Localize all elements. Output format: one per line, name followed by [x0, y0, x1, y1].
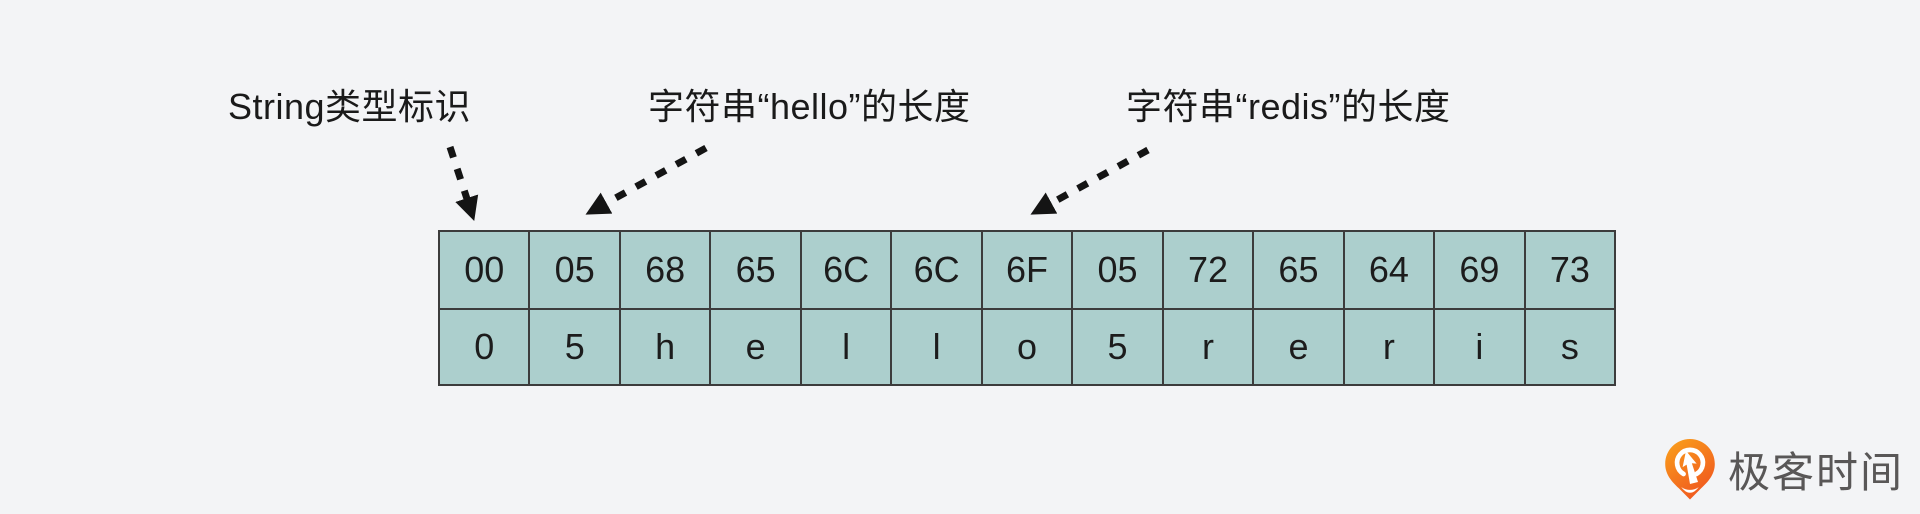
char-cell: l [801, 308, 893, 384]
char-cell: e [711, 308, 802, 384]
char-cell: l [892, 308, 983, 384]
char-cell: r [1344, 308, 1436, 384]
char-cell: h [620, 308, 712, 384]
geek-time-logo: 极客时间 [1664, 438, 1904, 500]
hex-cell: 6C [892, 232, 983, 308]
arrow-redis-length [1030, 146, 1150, 215]
geek-time-logo-text: 极客时间 [1728, 448, 1905, 496]
hex-cell: 6F [982, 232, 1074, 308]
hex-cell: 72 [1163, 232, 1255, 308]
label-redis-length: 字符串“redis”的长度 [1126, 86, 1451, 127]
char-cell: i [1435, 308, 1526, 384]
char-cell: 0 [440, 308, 531, 384]
char-cell: e [1254, 308, 1345, 384]
char-cell: o [982, 308, 1074, 384]
label-hello-length: 字符串“hello”的长度 [648, 86, 971, 127]
hex-cell: 65 [1254, 232, 1345, 308]
hex-cell: 68 [620, 232, 712, 308]
hex-cell: 73 [1525, 232, 1615, 308]
char-cell: s [1525, 308, 1615, 384]
hex-cell: 69 [1435, 232, 1526, 308]
hex-cell: 64 [1344, 232, 1436, 308]
hex-cell: 05 [1073, 232, 1164, 308]
char-cell: 5 [1073, 308, 1164, 384]
hex-cell: 6C [801, 232, 893, 308]
hex-cell: 65 [711, 232, 802, 308]
char-cell: 5 [530, 308, 621, 384]
arrow-hello-length [585, 144, 708, 215]
geek-time-pin-icon [1665, 439, 1715, 500]
char-cell: r [1163, 308, 1255, 384]
hex-cell: 00 [440, 232, 531, 308]
label-string-type: String类型标识 [228, 86, 472, 127]
hex-cell: 05 [530, 232, 621, 308]
arrow-string-type [446, 145, 479, 222]
